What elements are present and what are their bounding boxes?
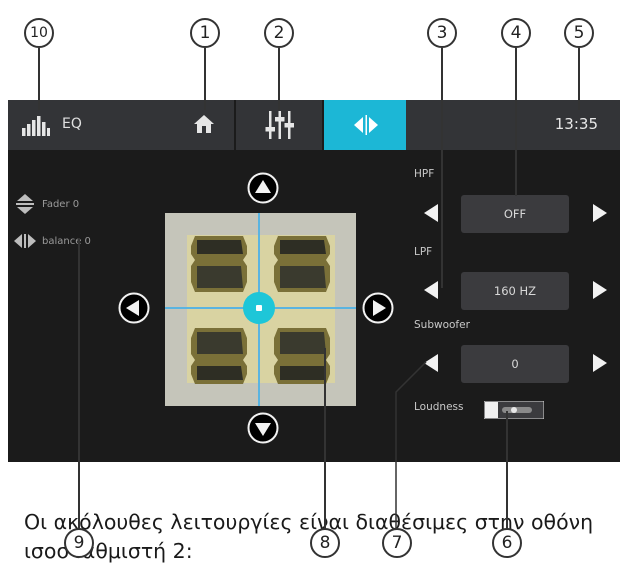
leader-line-7 [395, 361, 427, 530]
lpf-value: 160 HZ [461, 272, 569, 310]
callout-4: 4 [501, 18, 531, 48]
arrow-right-icon [373, 300, 386, 316]
sound-settings-tab[interactable] [236, 100, 322, 150]
speaker-position-pad[interactable] [165, 213, 356, 406]
lpf-decrease-arrow[interactable] [424, 281, 438, 299]
position-knob[interactable] [243, 292, 275, 324]
callout-9: 9 [64, 528, 94, 558]
balance-value-label: balance 0 [42, 236, 91, 247]
leader-line-4 [515, 48, 517, 196]
loudness-toggle[interactable] [484, 401, 544, 419]
leader-line-10 [38, 48, 40, 110]
hpf-decrease-arrow[interactable] [424, 204, 438, 222]
fader-down-button[interactable] [247, 412, 279, 444]
top-bar: EQ 13:35 [8, 100, 620, 150]
hpf-label: HPF [414, 168, 435, 180]
lpf-increase-arrow[interactable] [593, 281, 607, 299]
fader-value-label: Fader 0 [42, 199, 80, 210]
leader-line-3 [441, 48, 443, 288]
home-icon [194, 115, 214, 133]
leader-line-2 [278, 48, 280, 110]
eq-title: EQ [62, 116, 82, 132]
arrow-down-icon [255, 423, 271, 436]
leader-line-6 [506, 411, 508, 530]
balance-fader-icon [354, 115, 378, 135]
balance-left-button[interactable] [118, 292, 150, 324]
fader-icon [16, 194, 34, 214]
speaker-rear-left-icon [191, 328, 247, 384]
lpf-label: LPF [414, 246, 433, 258]
leader-line-1 [204, 48, 206, 110]
loudness-label: Loudness [414, 401, 464, 413]
leader-line-5 [578, 48, 580, 110]
callout-7: 7 [382, 528, 412, 558]
callout-1: 1 [190, 18, 220, 48]
eq-tab[interactable]: EQ [8, 100, 234, 150]
speaker-rear-right-icon [274, 328, 330, 384]
hpf-increase-arrow[interactable] [593, 204, 607, 222]
arrow-left-icon [126, 300, 139, 316]
callout-8: 8 [310, 528, 340, 558]
speaker-front-left-icon [191, 236, 247, 292]
callout-2: 2 [264, 18, 294, 48]
clock: 13:35 [554, 115, 598, 133]
callout-6: 6 [492, 528, 522, 558]
leader-line-9 [78, 238, 80, 530]
arrow-up-icon [255, 180, 271, 193]
subwoofer-label: Subwoofer [414, 319, 470, 331]
subwoofer-value: 0 [461, 345, 569, 383]
sliders-icon [265, 111, 294, 139]
speaker-front-right-icon [274, 236, 330, 292]
callout-5: 5 [564, 18, 594, 48]
tab-divider [322, 100, 324, 150]
leader-line-8 [324, 348, 326, 530]
balance-icon [14, 234, 36, 248]
fader-up-button[interactable] [247, 172, 279, 204]
balance-fader-tab[interactable] [324, 100, 406, 150]
callout-10: 10 [24, 18, 54, 48]
hpf-value: OFF [461, 195, 569, 233]
subwoofer-increase-arrow[interactable] [593, 354, 607, 372]
callout-3: 3 [427, 18, 457, 48]
eq-screen: EQ 13:35 [8, 100, 620, 462]
balance-right-button[interactable] [362, 292, 394, 324]
equalizer-icon [22, 116, 50, 136]
tab-divider [234, 100, 236, 150]
subwoofer-decrease-arrow[interactable] [424, 354, 438, 372]
